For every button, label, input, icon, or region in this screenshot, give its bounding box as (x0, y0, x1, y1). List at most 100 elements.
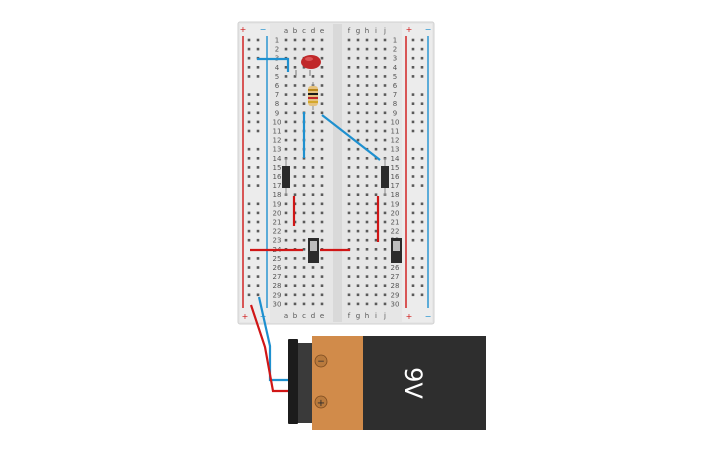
rail-hole-right-1-13[interactable] (420, 147, 424, 151)
hole-b8[interactable] (293, 102, 297, 105)
hole-b15[interactable] (293, 166, 297, 169)
hole-a12[interactable] (284, 138, 288, 142)
hole-f2[interactable] (347, 47, 351, 51)
rail-hole-right-0-9[interactable] (411, 111, 415, 115)
rail-hole-left-0-29[interactable] (247, 293, 251, 297)
rail-hole-left-0-25[interactable] (247, 257, 251, 260)
hole-c19[interactable] (302, 202, 306, 206)
hole-i24[interactable] (374, 248, 378, 251)
hole-d29[interactable] (311, 293, 315, 297)
rail-hole-left-1-23[interactable] (256, 238, 260, 242)
slide-switch-right[interactable] (391, 238, 402, 263)
hole-c1[interactable] (302, 38, 306, 42)
hole-h26[interactable] (365, 266, 369, 269)
hole-f11[interactable] (347, 129, 351, 133)
hole-i18[interactable] (374, 193, 378, 196)
wires[interactable] (249, 57, 381, 393)
hole-d17[interactable] (311, 184, 315, 187)
hole-a27[interactable] (284, 275, 288, 278)
hole-e27[interactable] (320, 275, 324, 278)
rail-hole-left-0-3[interactable] (247, 56, 251, 60)
hole-f13[interactable] (347, 147, 351, 151)
hole-j26[interactable] (383, 266, 387, 269)
rail-hole-right-0-22[interactable] (411, 229, 415, 233)
hole-c28[interactable] (302, 284, 306, 287)
hole-g1[interactable] (356, 38, 360, 42)
hole-b18[interactable] (293, 193, 297, 196)
hole-c5[interactable] (302, 75, 306, 78)
hole-d1[interactable] (311, 38, 315, 42)
hole-g28[interactable] (356, 284, 360, 287)
hole-d30[interactable] (311, 302, 315, 306)
hole-c23[interactable] (302, 238, 306, 242)
rail-hole-left-0-28[interactable] (247, 284, 251, 287)
hole-a29[interactable] (284, 293, 288, 297)
hole-b3[interactable] (293, 56, 297, 60)
hole-g27[interactable] (356, 275, 360, 278)
hole-f18[interactable] (347, 193, 351, 196)
hole-i1[interactable] (374, 38, 378, 42)
hole-b25[interactable] (293, 257, 297, 260)
rail-hole-right-1-9[interactable] (420, 111, 424, 115)
hole-i7[interactable] (374, 93, 378, 96)
rail-hole-left-1-21[interactable] (256, 220, 260, 224)
hole-f4[interactable] (347, 66, 351, 69)
hole-g11[interactable] (356, 129, 360, 133)
rail-hole-left-1-9[interactable] (256, 111, 260, 115)
hole-c2[interactable] (302, 47, 306, 51)
hole-b16[interactable] (293, 175, 297, 178)
hole-i9[interactable] (374, 111, 378, 115)
hole-a19[interactable] (284, 202, 288, 206)
hole-e29[interactable] (320, 293, 324, 297)
rail-hole-right-1-29[interactable] (420, 293, 424, 297)
hole-h30[interactable] (365, 302, 369, 306)
hole-c24[interactable] (302, 248, 306, 251)
rail-hole-right-0-19[interactable] (411, 202, 415, 206)
hole-h17[interactable] (365, 184, 369, 187)
hole-g23[interactable] (356, 238, 360, 242)
rail-hole-right-1-3[interactable] (420, 56, 424, 60)
rail-hole-right-1-15[interactable] (420, 166, 424, 169)
hole-e16[interactable] (320, 175, 324, 178)
hole-e23[interactable] (320, 238, 324, 242)
rail-hole-right-1-21[interactable] (420, 220, 424, 224)
hole-a2[interactable] (284, 47, 288, 51)
hole-f12[interactable] (347, 138, 351, 142)
rail-hole-left-0-1[interactable] (247, 38, 251, 42)
hole-j10[interactable] (383, 120, 387, 124)
hole-j3[interactable] (383, 56, 387, 60)
hole-f28[interactable] (347, 284, 351, 287)
hole-e28[interactable] (320, 284, 324, 287)
rail-hole-right-0-4[interactable] (411, 66, 415, 69)
hole-h19[interactable] (365, 202, 369, 206)
rail-hole-right-1-10[interactable] (420, 120, 424, 124)
hole-i12[interactable] (374, 138, 378, 142)
hole-e1[interactable] (320, 38, 324, 42)
rail-hole-left-1-2[interactable] (256, 47, 260, 51)
hole-c4[interactable] (302, 66, 306, 69)
hole-h9[interactable] (365, 111, 369, 115)
hole-a20[interactable] (284, 211, 288, 215)
rail-hole-right-1-16[interactable] (420, 175, 424, 178)
rail-hole-left-0-20[interactable] (247, 211, 251, 215)
rail-hole-left-0-9[interactable] (247, 111, 251, 115)
wire-blue-diagonal[interactable] (321, 114, 381, 161)
hole-h6[interactable] (365, 84, 369, 87)
hole-b2[interactable] (293, 47, 297, 51)
hole-g16[interactable] (356, 175, 360, 178)
rail-hole-right-1-27[interactable] (420, 275, 424, 278)
hole-b26[interactable] (293, 266, 297, 269)
rail-hole-left-1-19[interactable] (256, 202, 260, 206)
hole-f21[interactable] (347, 220, 351, 224)
rail-hole-left-1-13[interactable] (256, 147, 260, 151)
rail-hole-right-0-26[interactable] (411, 266, 415, 269)
hole-e21[interactable] (320, 220, 324, 224)
hole-d12[interactable] (311, 138, 315, 142)
hole-c6[interactable] (302, 84, 306, 87)
hole-a8[interactable] (284, 102, 288, 105)
rail-hole-right-0-11[interactable] (411, 129, 415, 133)
hole-b14[interactable] (293, 157, 297, 160)
hole-e13[interactable] (320, 147, 324, 151)
hole-i5[interactable] (374, 75, 378, 78)
hole-g20[interactable] (356, 211, 360, 215)
